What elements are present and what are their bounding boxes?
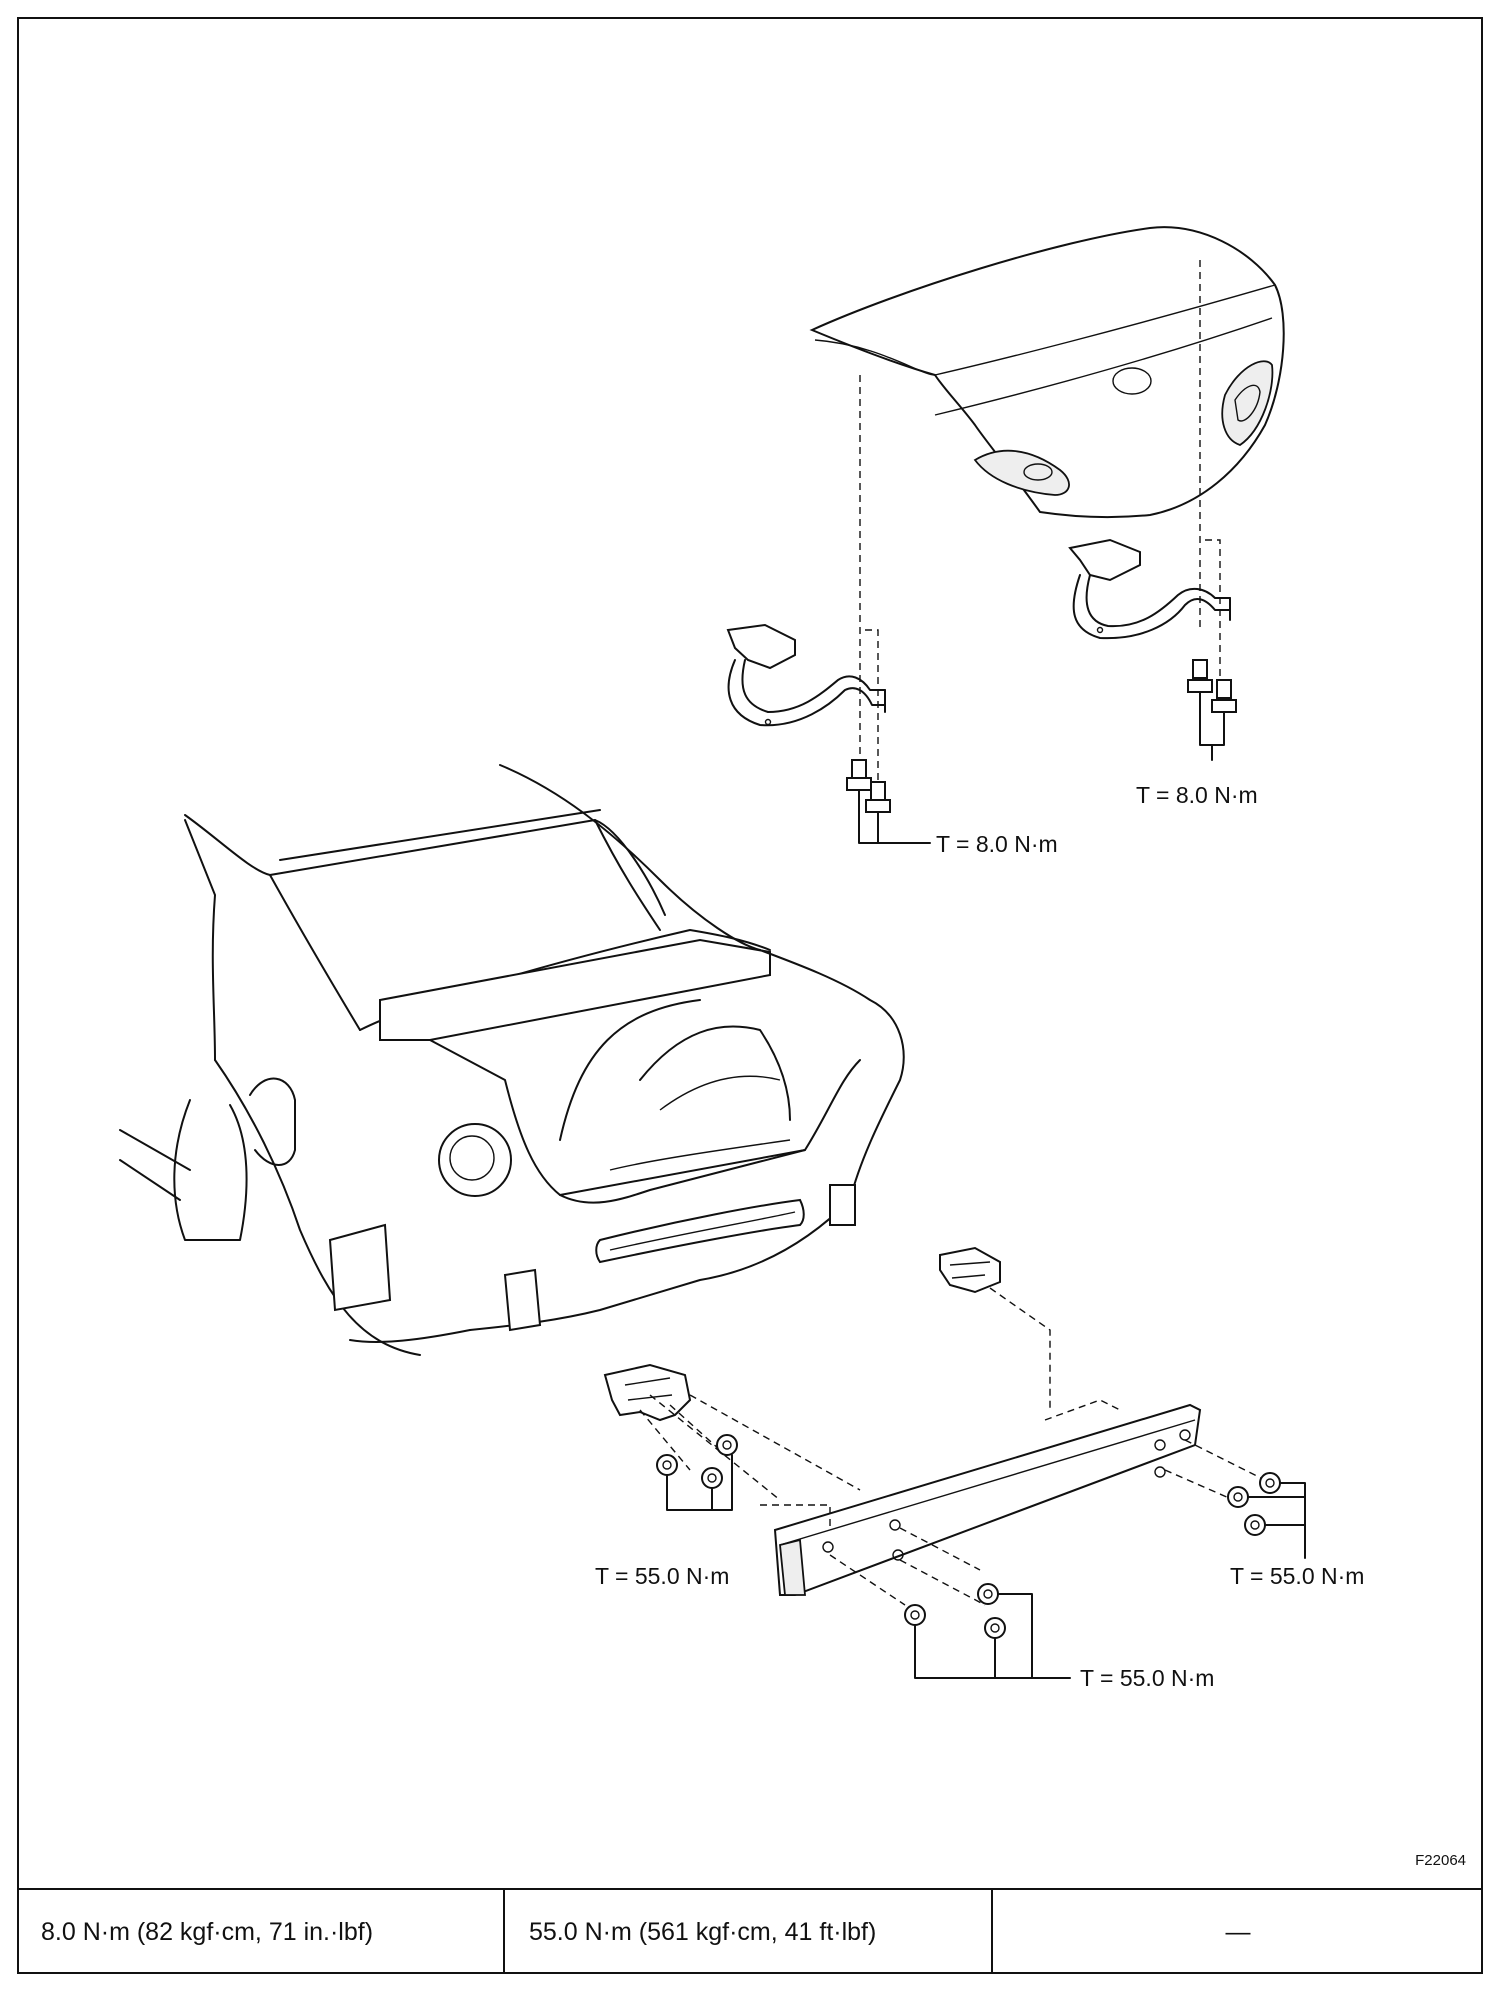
torque-label-reinforcement-right: T = 55.0 N·m xyxy=(1230,1563,1365,1589)
legend-cell-empty: — xyxy=(1225,1917,1251,1946)
torque-label-bracket-left: T = 55.0 N·m xyxy=(595,1563,730,1589)
bumper-reinforcement xyxy=(760,1399,1202,1596)
bracket-left xyxy=(603,1363,861,1501)
torque-legend-table: 8.0 N·m (82 kgf·cm, 71 in.·lbf) 55.0 N·m… xyxy=(17,1888,1483,1974)
hinge-left-bolts xyxy=(846,759,931,844)
torque-label-reinforcement-bottom: T = 55.0 N·m xyxy=(1080,1665,1215,1691)
hinge-left xyxy=(726,623,886,780)
torque-label-hinge-right: T = 8.0 N·m xyxy=(1136,782,1258,808)
trunk-lid xyxy=(809,226,1285,790)
torque-label-hinge-left: T = 8.0 N·m xyxy=(936,831,1058,857)
drawing-frame xyxy=(17,17,1483,1974)
hinge-right xyxy=(1068,538,1231,680)
hinge-right-bolts xyxy=(1187,659,1237,761)
legend-cell-55nm: 55.0 N·m (561 kgf·cm, 41 ft·lbf) xyxy=(505,1890,993,1974)
legend-cell-8nm: 8.0 N·m (82 kgf·cm, 71 in.·lbf) xyxy=(17,1890,505,1974)
vehicle-body xyxy=(119,764,905,1356)
reinforcement-bottom-nuts xyxy=(829,1527,1071,1679)
bracket-right xyxy=(939,1246,1051,1410)
figure-code: F22064 xyxy=(1415,1852,1466,1869)
reinforcement-right-nuts xyxy=(1164,1439,1306,1559)
bracket-left-nuts xyxy=(656,1434,738,1511)
